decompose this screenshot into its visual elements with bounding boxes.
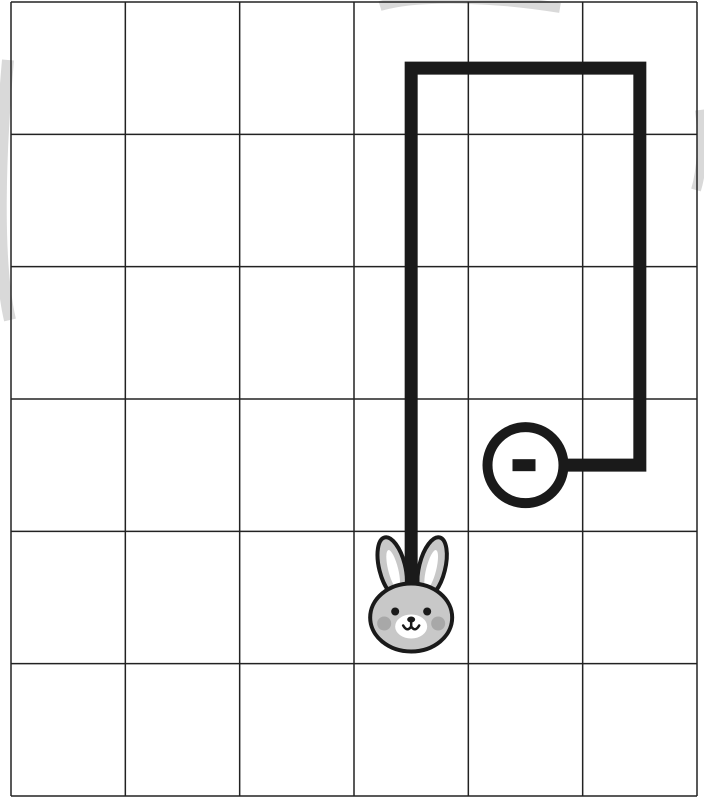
- bunny-cheek-right: [431, 617, 445, 631]
- goal-dash: [513, 459, 536, 471]
- background-watermark: [1, 0, 702, 320]
- bunny-eye-left: [391, 608, 399, 616]
- grid: [11, 2, 697, 796]
- watermark-arc-top: [380, 0, 560, 8]
- target-circle-icon: [488, 427, 564, 503]
- bunny-cheek-left: [377, 617, 391, 631]
- maze-path: [411, 68, 640, 597]
- watermark-arc-left: [1, 60, 10, 320]
- bunny-eye-right: [423, 608, 431, 616]
